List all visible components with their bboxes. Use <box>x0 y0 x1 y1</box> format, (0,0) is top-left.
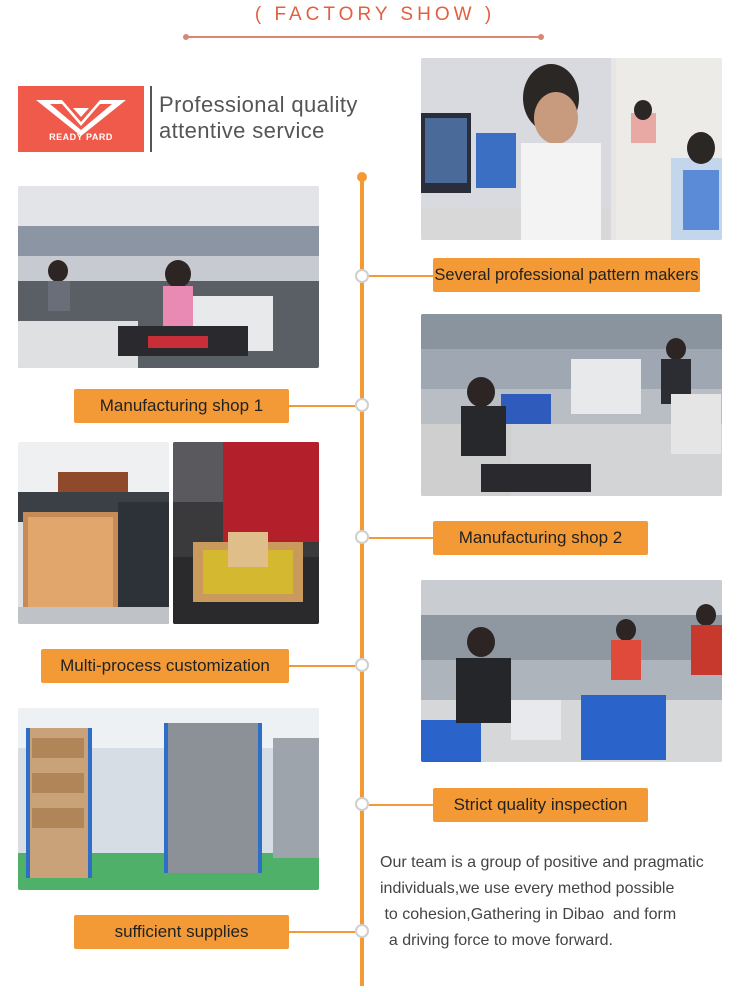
timeline-node <box>355 530 369 544</box>
timeline-node <box>355 269 369 283</box>
photo-quality-inspection <box>421 580 722 762</box>
label-manufacturing-shop-2: Manufacturing shop 2 <box>433 521 648 555</box>
tagline-line-2: attentive service <box>159 118 325 143</box>
timeline-cap <box>357 172 367 182</box>
label-manufacturing-shop-1: Manufacturing shop 1 <box>74 389 289 423</box>
team-description-line-1: Our team is a group of positive and prag… <box>380 854 704 871</box>
timeline-node <box>355 924 369 938</box>
timeline-connector <box>289 931 355 933</box>
photo-warehouse <box>18 708 319 890</box>
photo-pattern-makers <box>421 58 722 240</box>
photo-manufacturing-shop-1 <box>18 186 319 368</box>
logo-wordmark: READY PARD <box>49 132 113 142</box>
timeline-connector <box>369 275 433 277</box>
timeline-node <box>355 658 369 672</box>
timeline-spine <box>360 174 364 986</box>
label-sufficient-supplies: sufficient supplies <box>74 915 289 949</box>
label-quality-inspection: Strict quality inspection <box>433 788 648 822</box>
timeline-connector <box>369 537 433 539</box>
timeline-node <box>355 398 369 412</box>
logo-divider <box>150 86 152 152</box>
brand-tagline: Professional quality attentive service <box>159 92 358 144</box>
leopard-logo-icon <box>36 100 126 136</box>
photo-screen-printing <box>173 442 319 624</box>
timeline-connector <box>369 804 433 806</box>
label-pattern-makers: Several professional pattern makers <box>433 258 700 292</box>
page-title: ( FACTORY SHOW ) <box>254 4 496 25</box>
timeline-node <box>355 797 369 811</box>
timeline-connector <box>289 405 355 407</box>
title-divider <box>183 34 544 40</box>
team-description-line-4: a driving force to move forward. <box>380 932 613 949</box>
team-description: Our team is a group of positive and prag… <box>380 850 745 954</box>
brand-logo <box>18 86 144 152</box>
team-description-line-2: individuals,we use every method possible <box>380 880 675 897</box>
timeline-connector <box>289 665 355 667</box>
team-description-line-3: to cohesion,Gathering in Dibao and form <box>380 906 677 923</box>
photo-printing-machine <box>18 442 169 624</box>
photo-manufacturing-shop-2 <box>421 314 722 496</box>
label-multi-process: Multi-process customization <box>41 649 289 683</box>
tagline-line-1: Professional quality <box>159 92 358 117</box>
